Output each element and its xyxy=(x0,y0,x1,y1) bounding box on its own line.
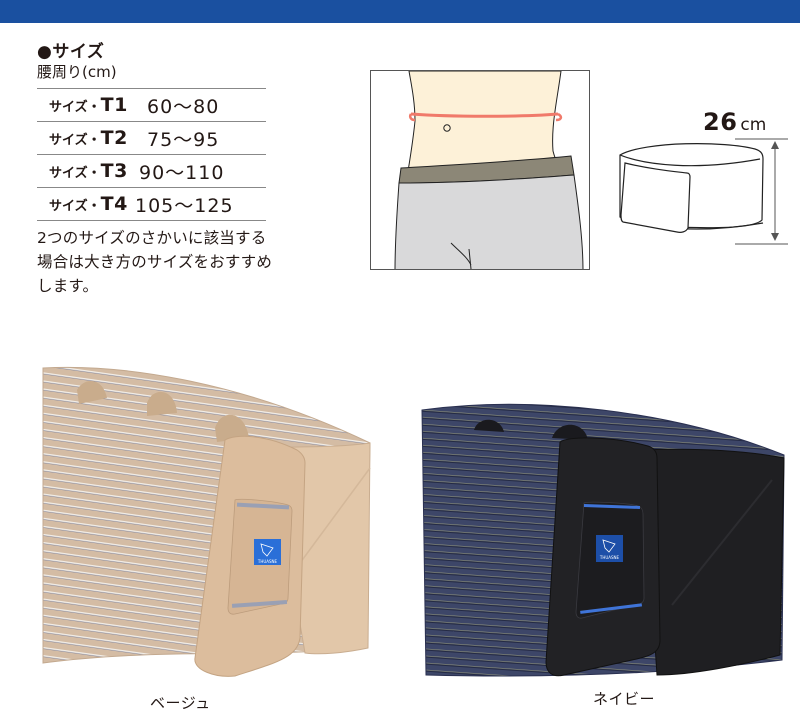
size-range: 75〜95 xyxy=(147,128,220,151)
size-label-prefix: サイズ・ xyxy=(49,199,101,214)
waist-measurement-illustration xyxy=(370,70,590,270)
svg-text:THUASNE: THUASNE xyxy=(257,559,278,564)
size-range: 90〜110 xyxy=(139,161,225,184)
caption-beige: ベージュ xyxy=(150,694,211,712)
size-label: サイズ・T2 xyxy=(37,127,147,149)
size-row-t1: サイズ・T1 60〜80 xyxy=(37,89,266,122)
size-label-prefix: サイズ・ xyxy=(49,166,101,181)
size-code: T2 xyxy=(100,127,128,149)
thuasne-logo-icon: THUASNE xyxy=(596,535,623,562)
size-title: ●サイズ xyxy=(37,42,105,62)
size-label: サイズ・T1 xyxy=(37,94,147,116)
size-row-t3: サイズ・T3 90〜110 xyxy=(37,155,266,188)
size-code: T3 xyxy=(100,160,128,182)
size-code: T4 xyxy=(100,193,128,215)
product-photo-beige: THUASNE xyxy=(35,358,380,683)
header-bar xyxy=(0,0,800,23)
size-label: サイズ・T4 xyxy=(37,193,147,215)
size-label: サイズ・T3 xyxy=(37,160,147,182)
product-photo-navy: THUASNE xyxy=(412,390,797,685)
size-note: 2つのサイズのさかいに該当する場合は大き方のサイズをおすすめします。 xyxy=(37,229,273,295)
belt-height-value: 26 xyxy=(703,108,738,136)
belt-height-unit: cm xyxy=(740,115,767,135)
caption-navy: ネイビー xyxy=(593,690,656,708)
size-range: 105〜125 xyxy=(135,194,234,217)
size-code: T1 xyxy=(100,94,128,116)
size-subtitle: 腰周り(cm) xyxy=(37,63,117,81)
size-table: サイズ・T1 60〜80 サイズ・T2 75〜95 サイズ・T3 90〜110 … xyxy=(37,88,266,221)
size-label-prefix: サイズ・ xyxy=(49,133,101,148)
thuasne-logo-icon: THUASNE xyxy=(254,539,281,565)
svg-text:THUASNE: THUASNE xyxy=(599,555,620,560)
size-row-t4: サイズ・T4 105〜125 xyxy=(37,188,266,221)
torso-illustration-icon xyxy=(394,71,584,269)
size-section: ●サイズ 腰周り(cm) サイズ・T1 60〜80 サイズ・T2 75〜95 サ… xyxy=(37,42,272,298)
size-row-t2: サイズ・T2 75〜95 xyxy=(37,122,266,155)
belt-outline-icon xyxy=(619,138,788,245)
size-label-prefix: サイズ・ xyxy=(49,100,101,115)
size-range: 60〜80 xyxy=(147,95,220,118)
